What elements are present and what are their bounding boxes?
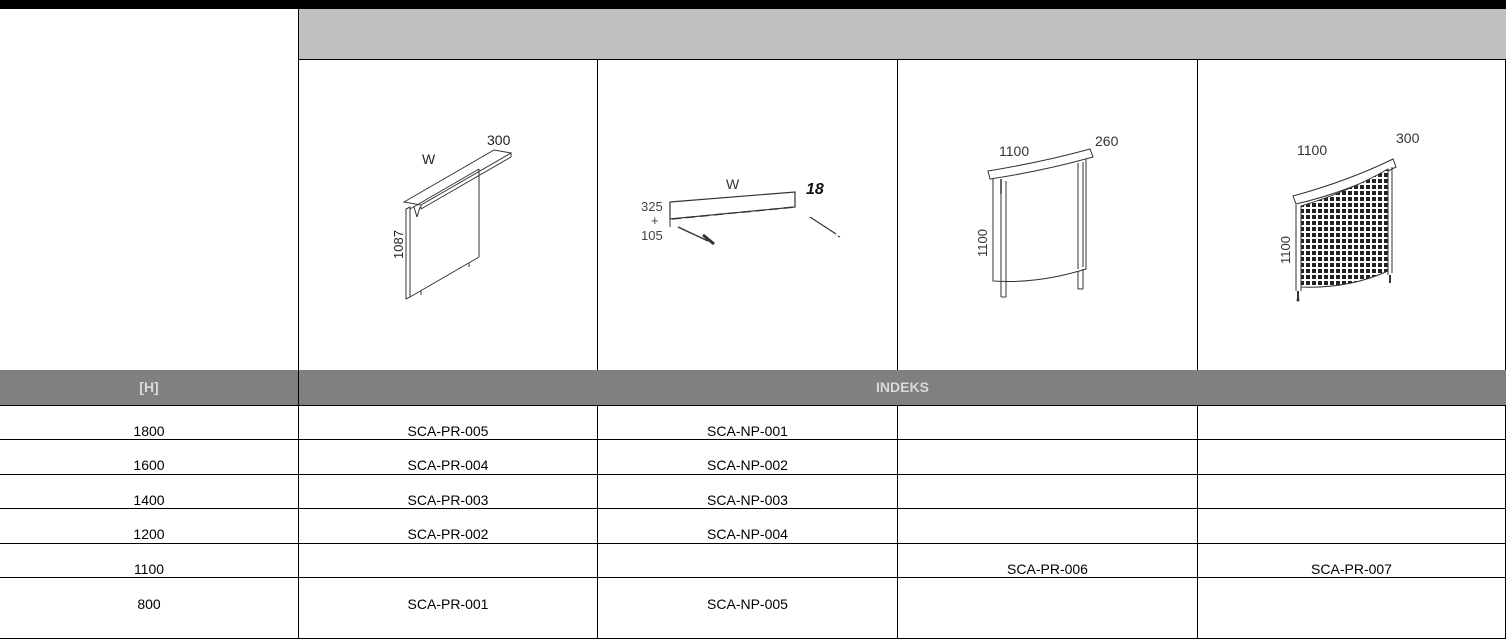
row-3-c4: [1198, 484, 1505, 517]
header-h: [H]: [139, 379, 159, 395]
row-4-c1: SCA-PR-002: [407, 526, 489, 542]
dim-h-top: 325: [641, 199, 663, 214]
row-1-c4: [1198, 415, 1505, 448]
row-4-h: 1200: [133, 526, 165, 542]
grid-line: [0, 439, 1506, 440]
mesh-counter-drawing: 1100 300 1100: [1278, 130, 1420, 302]
row-4-c2: SCA-NP-004: [707, 526, 788, 542]
grid-line: [0, 543, 1506, 544]
row-2-c2: SCA-NP-002: [707, 457, 788, 473]
dim-h: 1100: [1278, 236, 1293, 264]
row-4-c4: [1198, 518, 1505, 551]
dim-w: W: [726, 176, 740, 192]
dim-thickness: 18: [806, 181, 824, 198]
modesty-panel-drawing: W 18 325 + 105: [641, 176, 841, 246]
row-3-h: 1400: [133, 492, 165, 508]
row-2-c1: SCA-PR-004: [407, 457, 489, 473]
grid-line: [0, 508, 1506, 509]
grid-line: [298, 59, 1506, 60]
row-6-c3: [898, 588, 1197, 621]
row-6-c2: SCA-NP-005: [707, 596, 788, 612]
product-drawing-4: 1100 300 1100: [1198, 59, 1505, 370]
product-drawing-1: W 300 1087: [299, 59, 597, 370]
row-2-c3: [898, 449, 1197, 482]
row-3-c1: SCA-PR-003: [407, 492, 489, 508]
grid-line: [1197, 59, 1198, 370]
row-5-c3: SCA-PR-006: [1007, 561, 1088, 577]
product-drawing-3: 1100 260 1100: [898, 59, 1197, 370]
dim-w: 1100: [1297, 142, 1327, 158]
reception-panel-drawing: W 300 1087: [391, 132, 513, 300]
row-2-c4: [1198, 449, 1505, 482]
dim-w: W: [422, 151, 436, 167]
row-1-c2: SCA-NP-001: [707, 423, 788, 439]
grid-line: [897, 59, 898, 370]
row-2-h: 1600: [133, 457, 165, 473]
row-6-c4: [1198, 588, 1505, 621]
row-5-c1: [299, 553, 597, 586]
dim-d: 300: [487, 132, 511, 148]
header-grey-band: [298, 9, 1506, 59]
dim-h: 1087: [391, 230, 406, 259]
dim-h: 1100: [975, 229, 990, 257]
dim-h-bottom: 105: [641, 228, 663, 243]
row-1-c1: SCA-PR-005: [407, 423, 489, 439]
header-indeks: INDEKS: [876, 379, 929, 395]
grid-line: [0, 474, 1506, 475]
row-5-h: 1100: [133, 561, 165, 577]
top-black-bar: [0, 0, 1506, 9]
product-drawing-2: W 18 325 + 105: [598, 59, 897, 370]
table-header-row: [H] INDEKS: [0, 370, 1506, 405]
row-5-c2: [598, 553, 897, 586]
grid-line: [897, 405, 898, 639]
dim-d: 300: [1396, 130, 1420, 146]
row-5-c4: SCA-PR-007: [1311, 561, 1392, 577]
row-1-c3: [898, 415, 1197, 448]
dim-plus: +: [651, 213, 659, 228]
row-1-h: 1800: [133, 423, 165, 439]
row-3-c3: [898, 484, 1197, 517]
grid-line: [0, 405, 1506, 406]
grid-line: [0, 577, 1506, 578]
dim-d: 260: [1095, 133, 1119, 149]
grid-line: [597, 405, 598, 639]
row-3-c2: SCA-NP-003: [707, 492, 788, 508]
grid-line: [1197, 405, 1198, 639]
row-6-h: 800: [137, 596, 161, 612]
row-4-c3: [898, 518, 1197, 551]
curved-counter-drawing: 1100 260 1100: [975, 133, 1119, 298]
grid-line: [298, 9, 299, 639]
dim-w: 1100: [999, 143, 1029, 159]
row-6-c1: SCA-PR-001: [407, 596, 489, 612]
grid-line: [597, 59, 598, 370]
